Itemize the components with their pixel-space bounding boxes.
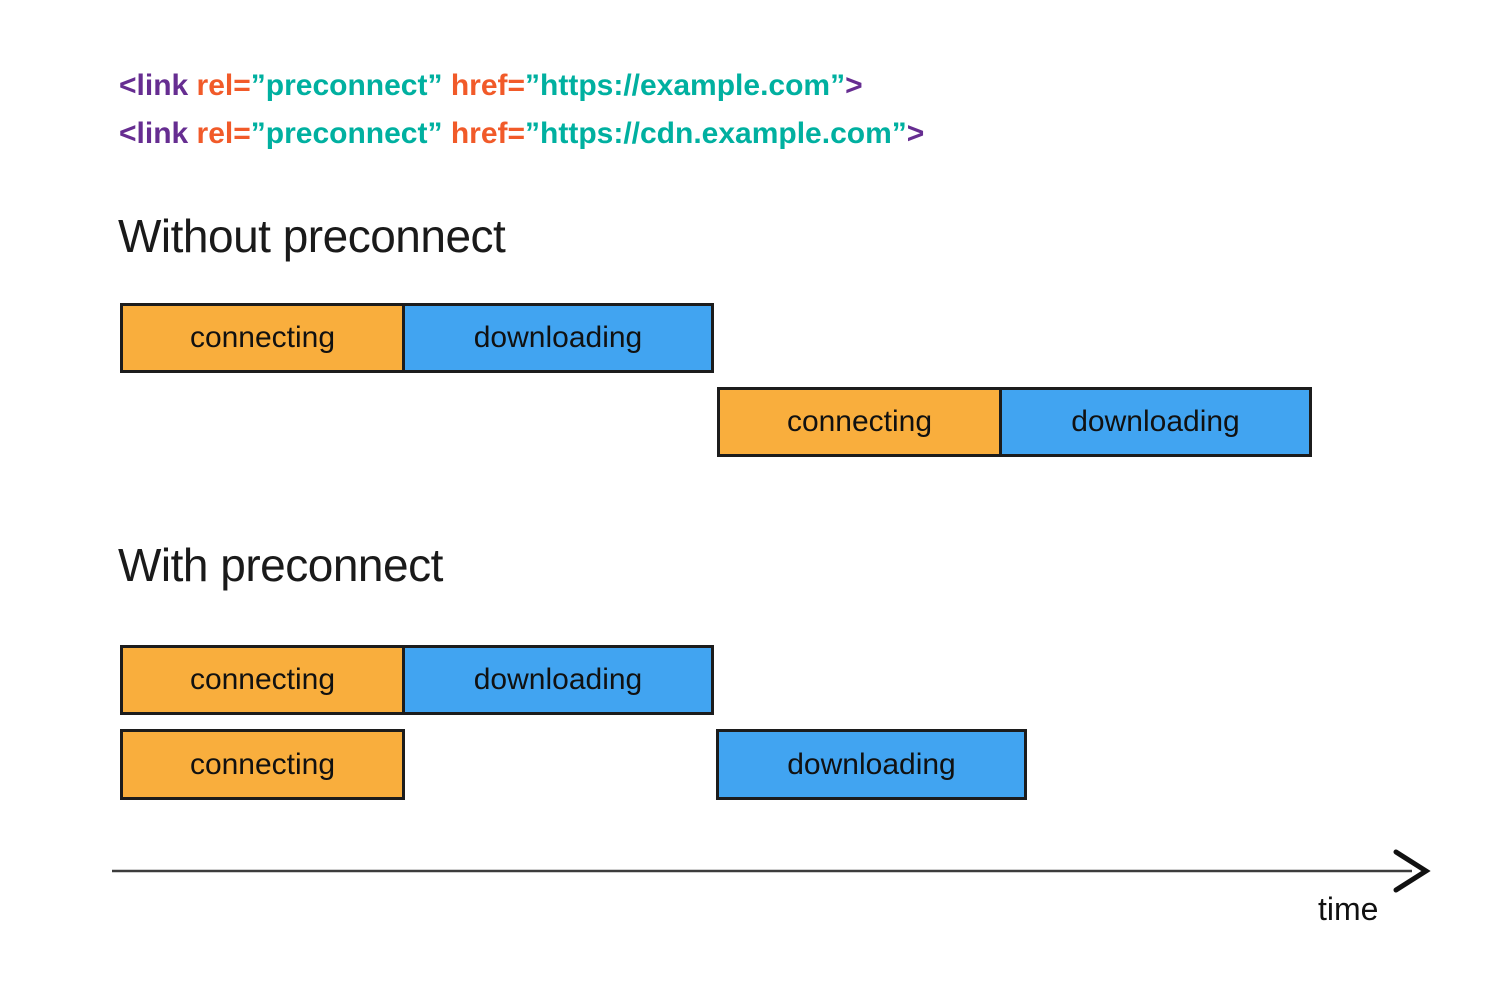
downloading-bar: downloading [716, 729, 1027, 800]
timeline-row: connecting downloading [717, 387, 1312, 457]
downloading-bar: downloading [1002, 390, 1309, 454]
code-token: rel= [188, 69, 251, 102]
connecting-bar: connecting [123, 648, 405, 712]
connecting-bar: connecting [123, 306, 405, 370]
code-snippet: <link rel=”preconnect” href=”https://exa… [119, 62, 924, 158]
code-line-1: <link rel=”preconnect” href=”https://exa… [119, 62, 924, 110]
downloading-bar: downloading [405, 306, 711, 370]
code-token: > [906, 117, 925, 150]
section-heading-without-preconnect: Without preconnect [118, 210, 506, 262]
time-axis [112, 849, 1431, 893]
code-token: ”https://example.com” [525, 69, 846, 102]
code-token: href= [442, 117, 526, 150]
code-token: ”preconnect” [250, 69, 443, 102]
timeline-row: connecting downloading [120, 303, 714, 373]
code-token: <link [119, 69, 189, 102]
code-token: > [845, 69, 863, 102]
code-token: ”preconnect” [250, 117, 443, 150]
timeline-row: connecting downloading [120, 645, 714, 715]
code-token: href= [442, 69, 526, 102]
time-axis-label: time [1318, 891, 1379, 927]
connecting-bar: connecting [120, 729, 405, 800]
connecting-bar: connecting [720, 390, 1002, 454]
arrow-right-icon [1393, 849, 1431, 893]
code-line-2: <link rel=”preconnect” href=”https://cdn… [119, 110, 924, 158]
code-token: rel= [188, 117, 251, 150]
code-token: <link [119, 117, 189, 150]
downloading-bar: downloading [405, 648, 711, 712]
code-token: ”https://cdn.example.com” [525, 117, 907, 150]
section-heading-with-preconnect: With preconnect [118, 539, 443, 591]
